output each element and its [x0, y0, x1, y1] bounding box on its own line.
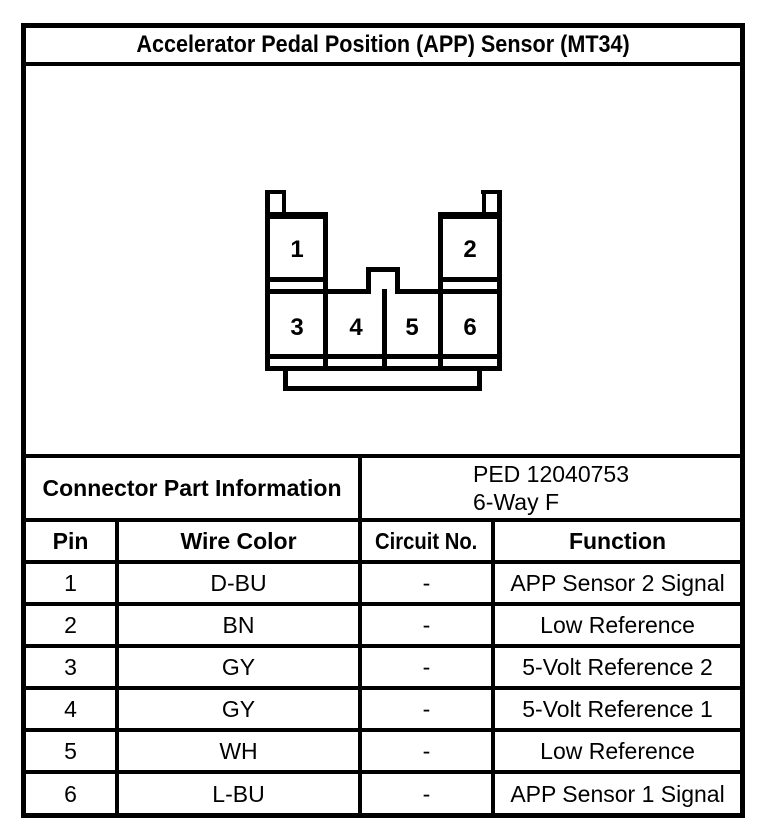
- circuit-no-cell: -: [358, 728, 496, 774]
- pin-cavity-5-label: 5: [405, 314, 418, 341]
- pin-cavity-4-label: 4: [349, 314, 363, 341]
- header-row: Pin Wire Color Circuit No. Function: [26, 518, 740, 564]
- pin-cell: 2: [26, 602, 119, 648]
- circuit-no-cell: -: [358, 560, 496, 606]
- pin-cavity-2-label: 2: [463, 236, 476, 263]
- figure-title-bar: Accelerator Pedal Position (APP) Sensor …: [26, 28, 740, 66]
- circuit-no-cell: -: [358, 644, 496, 690]
- table-row: 3 GY - 5-Volt Reference 2: [26, 644, 740, 690]
- col-header-wire-color: Wire Color: [114, 518, 363, 564]
- connector-face-drawing: 1 2 3 4 5 6: [265, 190, 502, 391]
- pin-cell: 4: [26, 686, 119, 732]
- pin-cavity-6-label: 6: [463, 314, 476, 341]
- circuit-no-cell: -: [358, 602, 496, 648]
- table-row: 4 GY - 5-Volt Reference 1: [26, 686, 740, 732]
- circuit-no-cell: -: [358, 686, 496, 732]
- connector-diagram: 1 2 3 4 5 6: [26, 66, 740, 458]
- table-row: 2 BN - Low Reference: [26, 602, 740, 648]
- pin-cavity-1-label: 1: [290, 236, 303, 263]
- part-number: PED 12040753: [473, 461, 630, 487]
- wire-color-cell: L-BU: [114, 770, 363, 814]
- table-row: 5 WH - Low Reference: [26, 728, 740, 774]
- pin-cell: 1: [26, 560, 119, 606]
- figure-frame: Accelerator Pedal Position (APP) Sensor …: [21, 23, 745, 818]
- table-row: 1 D-BU - APP Sensor 2 Signal: [26, 560, 740, 606]
- pinout-table: Connector Part Information PED 12040753 …: [26, 458, 740, 814]
- function-cell: 5-Volt Reference 2: [491, 644, 740, 690]
- col-header-function: Function: [491, 518, 740, 564]
- function-cell: APP Sensor 1 Signal: [491, 770, 740, 814]
- circuit-no-cell: -: [358, 770, 496, 814]
- figure-title: Accelerator Pedal Position (APP) Sensor …: [136, 31, 630, 58]
- function-cell: APP Sensor 2 Signal: [491, 560, 740, 606]
- wire-color-cell: BN: [114, 602, 363, 648]
- wire-color-cell: GY: [114, 644, 363, 690]
- wire-color-cell: WH: [114, 728, 363, 774]
- wire-color-cell: GY: [114, 686, 363, 732]
- col-header-pin: Pin: [26, 518, 119, 564]
- part-info-row: Connector Part Information PED 12040753 …: [26, 458, 740, 522]
- function-cell: Low Reference: [491, 728, 740, 774]
- wire-color-cell: D-BU: [114, 560, 363, 606]
- connector-way: 6-Way F: [473, 489, 560, 515]
- pin-cell: 3: [26, 644, 119, 690]
- function-cell: 5-Volt Reference 1: [491, 686, 740, 732]
- table-row: 6 L-BU - APP Sensor 1 Signal: [26, 770, 740, 814]
- col-header-circuit-no: Circuit No.: [358, 518, 496, 564]
- pin-cell: 6: [26, 770, 119, 814]
- connector-outline: [265, 190, 502, 391]
- part-info-value: PED 12040753 6-Way F: [358, 458, 740, 522]
- pin-cavity-3-label: 3: [290, 314, 303, 341]
- part-info-label: Connector Part Information: [26, 458, 363, 522]
- pin-cell: 5: [26, 728, 119, 774]
- function-cell: Low Reference: [491, 602, 740, 648]
